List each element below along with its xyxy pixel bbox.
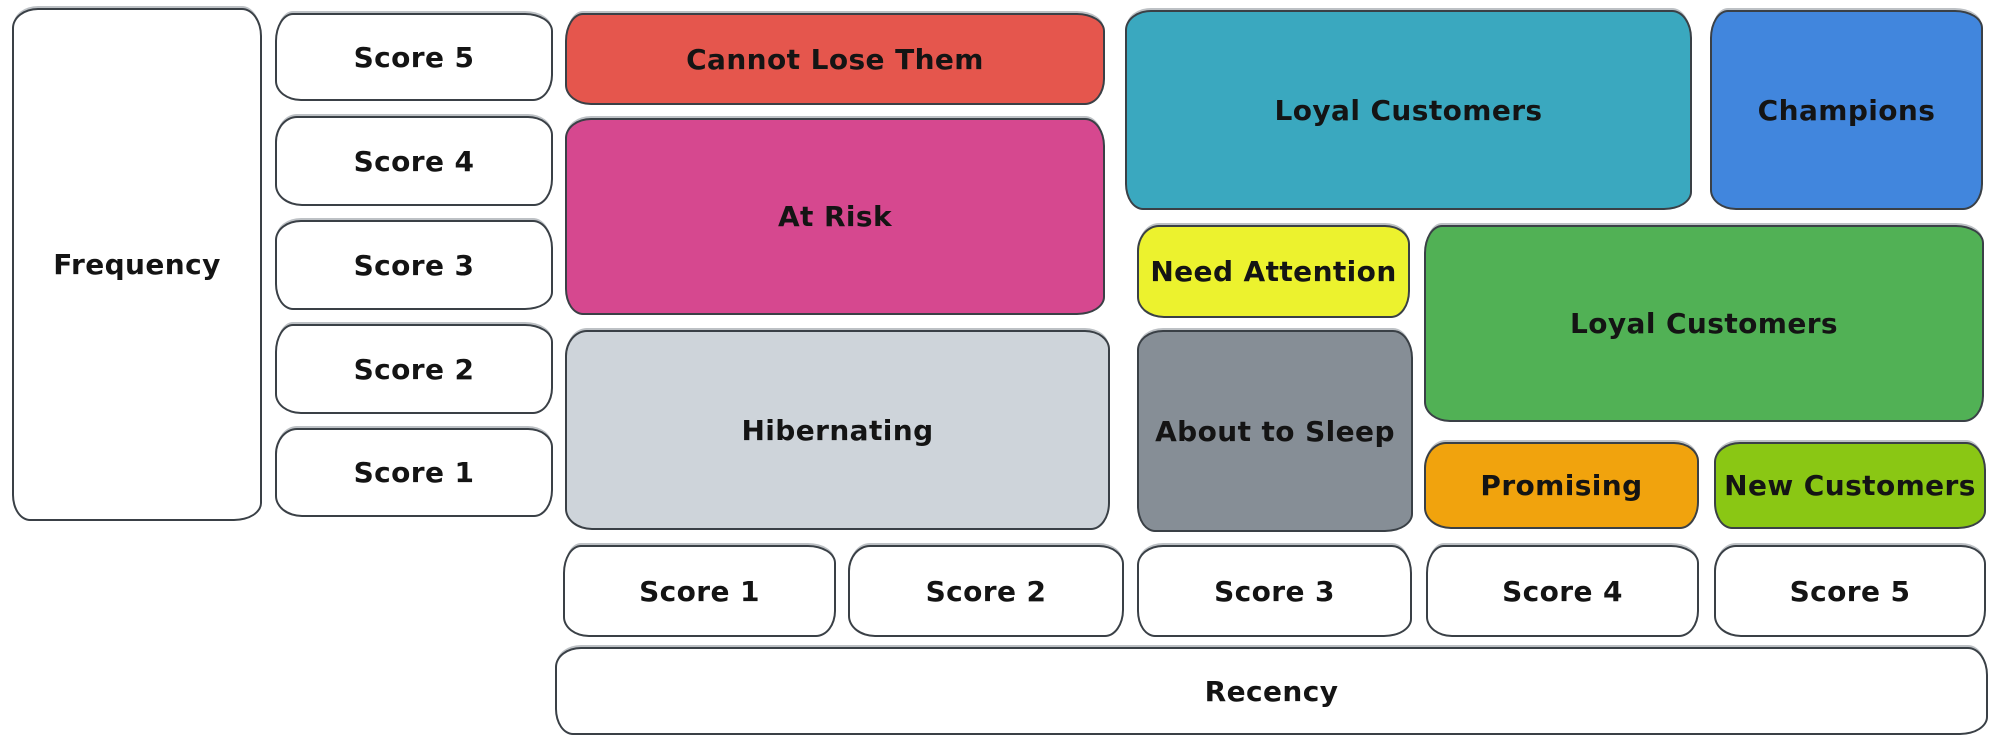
frequency-score-3-label: Score 3 xyxy=(353,248,475,282)
recency-score-3-label: Score 3 xyxy=(1214,574,1335,608)
segment-at-risk: At Risk xyxy=(565,118,1105,315)
segment-at-risk-label: At Risk xyxy=(777,200,893,233)
frequency-axis-label-box: Frequency xyxy=(12,8,262,521)
segment-hibernating: Hibernating xyxy=(565,330,1110,530)
segment-loyal-customers-top: Loyal Customers xyxy=(1125,10,1692,210)
recency-score-4-label: Score 4 xyxy=(1502,574,1623,608)
frequency-axis-label: Frequency xyxy=(53,248,221,281)
frequency-score-4-box: Score 4 xyxy=(275,116,553,206)
segment-promising: Promising xyxy=(1424,442,1699,529)
recency-axis-label: Recency xyxy=(1204,674,1339,708)
frequency-score-2-box: Score 2 xyxy=(275,324,553,414)
frequency-score-1-label: Score 1 xyxy=(353,456,475,489)
segment-about-to-sleep-label: About to Sleep xyxy=(1155,414,1395,448)
segment-promising-label: Promising xyxy=(1480,469,1643,502)
frequency-score-1-box: Score 1 xyxy=(275,428,553,517)
recency-score-1-box: Score 1 xyxy=(563,545,836,637)
segment-need-attention-label: Need Attention xyxy=(1150,255,1397,288)
recency-score-3-box: Score 3 xyxy=(1137,545,1412,637)
frequency-score-2-label: Score 2 xyxy=(353,352,475,386)
recency-score-5-label: Score 5 xyxy=(1789,574,1911,608)
segment-hibernating-label: Hibernating xyxy=(741,413,934,447)
recency-score-4-box: Score 4 xyxy=(1426,545,1699,637)
frequency-score-4-label: Score 4 xyxy=(353,144,475,178)
segment-champions-label: Champions xyxy=(1757,93,1936,127)
recency-axis-label-box: Recency xyxy=(555,647,1988,735)
frequency-score-5-box: Score 5 xyxy=(275,13,553,101)
segment-new-customers-label: New Customers xyxy=(1724,469,1976,502)
frequency-score-3-box: Score 3 xyxy=(275,220,553,310)
segment-cannot-lose-them-label: Cannot Lose Them xyxy=(686,42,984,76)
recency-score-2-box: Score 2 xyxy=(848,545,1124,637)
segment-champions: Champions xyxy=(1710,10,1983,210)
recency-score-1-label: Score 1 xyxy=(639,574,760,608)
segment-cannot-lose-them: Cannot Lose Them xyxy=(565,13,1105,105)
segment-new-customers: New Customers xyxy=(1714,442,1986,529)
segment-need-attention: Need Attention xyxy=(1137,225,1410,318)
segment-about-to-sleep: About to Sleep xyxy=(1137,330,1413,532)
frequency-score-5-label: Score 5 xyxy=(353,40,475,74)
recency-score-5-box: Score 5 xyxy=(1714,545,1986,637)
segment-loyal-customers-top-label: Loyal Customers xyxy=(1274,93,1543,127)
segment-loyal-customers-mid-label: Loyal Customers xyxy=(1570,307,1838,340)
recency-score-2-label: Score 2 xyxy=(925,574,1047,608)
segment-loyal-customers-mid: Loyal Customers xyxy=(1424,225,1984,422)
